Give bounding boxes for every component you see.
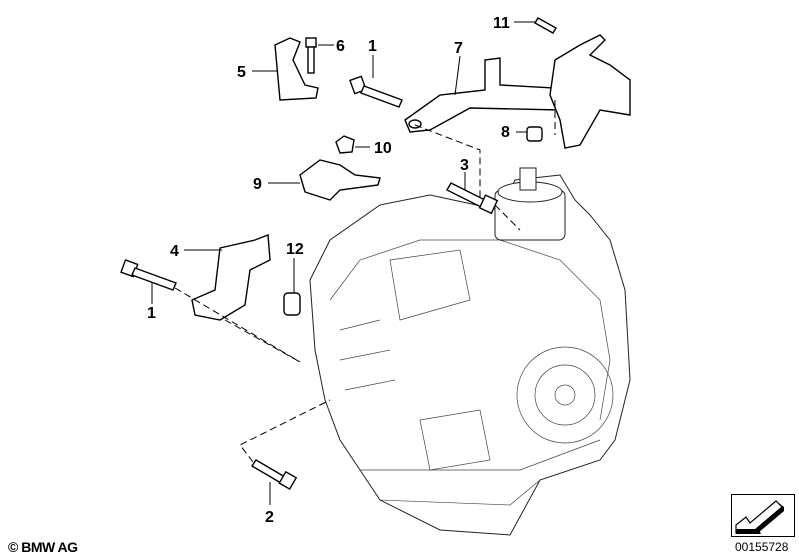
sensor-9: [299, 159, 381, 201]
bolt-6: [305, 37, 317, 74]
bracket-5: [274, 37, 319, 101]
callout-11: 11: [493, 15, 510, 32]
transmission-housing: [309, 167, 631, 536]
callout-10: 10: [374, 140, 392, 157]
pin-11: [534, 17, 557, 34]
callout-7: 7: [454, 40, 463, 57]
sleeve-12: [283, 292, 301, 316]
bracket-7: [404, 57, 561, 133]
callout-5: 5: [237, 64, 246, 81]
callout-9: 9: [253, 176, 262, 193]
leader-lines: [151, 21, 556, 505]
callout-12: 12: [286, 241, 304, 258]
callout-8: 8: [501, 124, 510, 141]
callout-1-top: 1: [368, 38, 377, 55]
copyright-text: © BMW AG: [8, 539, 78, 555]
nut-10: [335, 135, 355, 154]
callout-6: 6: [336, 38, 345, 55]
arrow-down-left-icon: [735, 500, 784, 534]
nut-8: [526, 126, 543, 142]
callout-3: 3: [460, 157, 469, 174]
diagram-code: 00155728: [735, 540, 789, 554]
bracket-right: [549, 34, 631, 149]
bolt-1-left: [120, 259, 177, 291]
bolt-1-top: [349, 75, 403, 108]
callout-4: 4: [170, 243, 179, 260]
navigation-arrow-button[interactable]: [731, 494, 795, 537]
bracket-4: [191, 234, 271, 321]
callout-1-left: 1: [147, 305, 156, 322]
callout-2: 2: [265, 509, 274, 526]
bolt-3: [446, 182, 499, 215]
bolt-2: [251, 459, 298, 491]
